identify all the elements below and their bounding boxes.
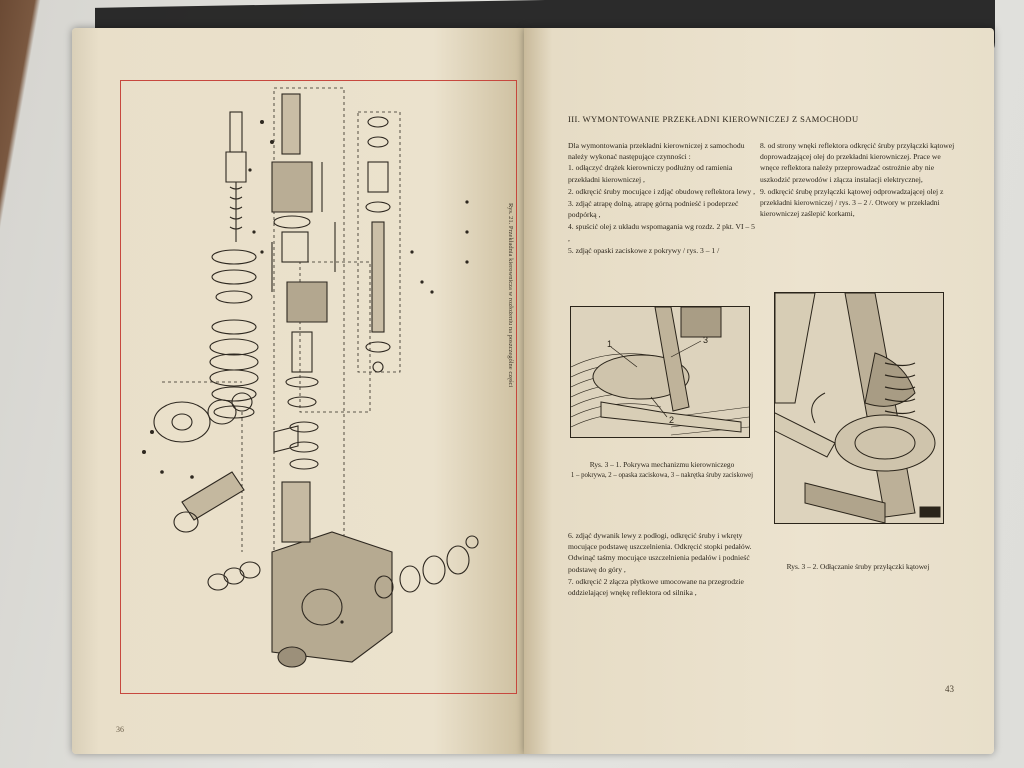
left-page: Rys. 21. Przekładnia kierownicza w rozło…	[72, 28, 524, 754]
figure-3-1-caption: Rys. 3 – 1. Pokrywa mechanizmu kierownic…	[564, 460, 760, 480]
list-item: 6. zdjąć dywanik lewy z podłogi, odkręci…	[568, 531, 752, 574]
assembly-lines	[162, 87, 401, 559]
section-heading: III. WYMONTOWANIE PRZEKŁADNI KIEROWNICZE…	[568, 114, 859, 124]
figure-caption-rotated: Rys. 21. Przekładnia kierownicza w rozło…	[507, 203, 514, 388]
list-item: 9. odkręcić śrubę przyłączki kątowej odp…	[760, 186, 944, 219]
callout-label-3: 3	[703, 335, 708, 345]
list-item: 3. zdjąć atrapę dolną, atrapę górną podn…	[568, 199, 739, 220]
text-column-lower: 6. zdjąć dywanik lewy z podłogi, odkręci…	[568, 530, 762, 599]
exploded-steering-gear-drawing	[142, 87, 479, 668]
central-column	[271, 93, 328, 470]
text-column-right: 8. od strony wnęki reflektora odkręcić ś…	[760, 140, 960, 220]
small-parts	[142, 120, 469, 624]
list-item: 5. zdjąć opaski zaciskowe z pokrywy / ry…	[568, 245, 720, 255]
caption-title: Rys. 3 – 1. Pokrywa mechanizmu kierownic…	[589, 460, 735, 469]
seal-rings	[374, 535, 479, 599]
list-item: 8. od strony wnęki reflektora odkręcić ś…	[760, 141, 955, 184]
figure-3-2-caption: Rys. 3 – 2. Odłączanie śruby przyłączki …	[786, 562, 930, 571]
page-number-right: 43	[945, 684, 954, 694]
list-item: 2. odkręcić śruby mocujące i zdjąć obudo…	[568, 186, 756, 196]
drawing-frame	[120, 80, 517, 694]
list-item: 1. odłączyć drążek kierowniczy podłużny …	[568, 163, 733, 184]
caption-legend: 1 – pokrywa, 2 – opaska zaciskowa, 3 – n…	[570, 471, 754, 479]
flange-assembly	[153, 392, 261, 591]
page-number-left: 36	[116, 725, 124, 734]
intro-paragraph: Dla wymontowania przekładni kierowniczej…	[568, 141, 745, 162]
steps-list-lower: 6. zdjąć dywanik lewy z podłogi, odkręci…	[568, 530, 762, 598]
worm-shaft	[225, 111, 247, 242]
spring-coils	[884, 362, 916, 415]
right-page: III. WYMONTOWANIE PRZEKŁADNI KIEROWNICZE…	[524, 28, 994, 754]
text-column-left: Dla wymontowania przekładni kierowniczej…	[568, 140, 758, 257]
callout-label-2: 2	[669, 415, 674, 425]
ring-stack	[209, 249, 259, 419]
steps-list-right: 8. od strony wnęki reflektora odkręcić ś…	[760, 140, 960, 219]
callout-label-1: 1	[607, 339, 612, 349]
list-item: 4. spuścić olej z układu wspomagania wg …	[568, 222, 755, 243]
steps-list-left: 1. odłączyć drążek kierowniczy podłużny …	[568, 162, 758, 256]
gear-housing	[271, 425, 393, 668]
figure-3-2	[774, 292, 944, 524]
figure-3-1: 1 3 2	[570, 306, 750, 438]
open-manual: Rys. 21. Przekładnia kierownicza w rozło…	[72, 28, 994, 754]
list-item: 7. odkręcić 2 złącza płytkowe umocowane …	[568, 576, 744, 598]
valve-column	[271, 116, 391, 373]
